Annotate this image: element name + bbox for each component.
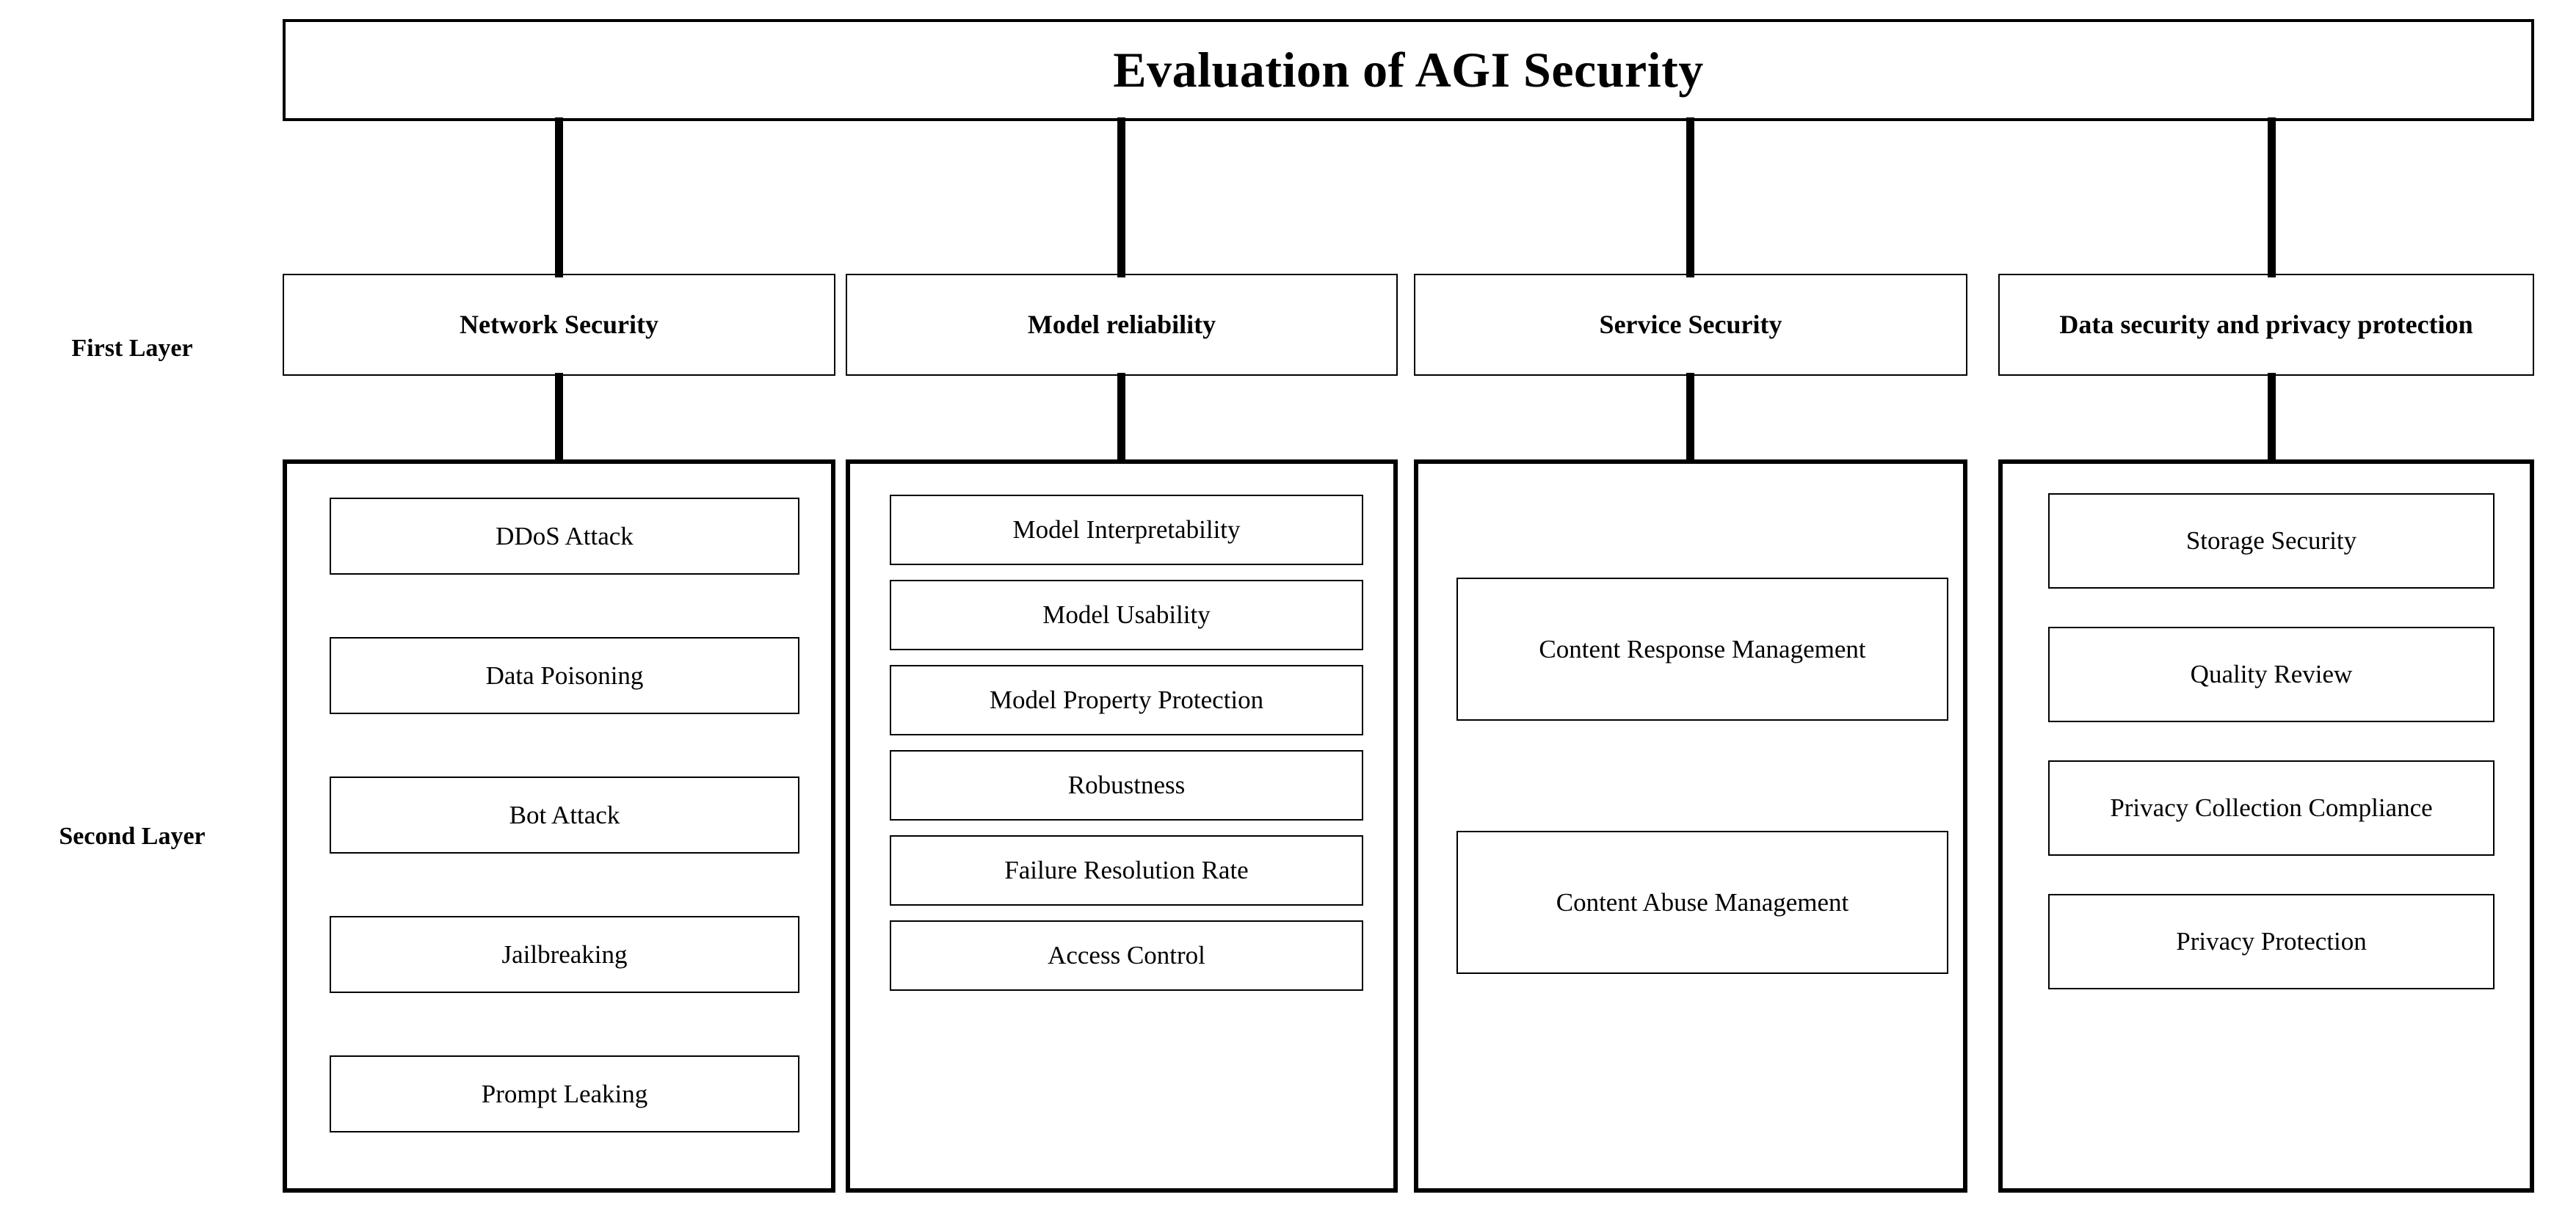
layer1-node-4: Data security and privacy protection xyxy=(1998,274,2534,376)
leaf-node: Jailbreaking xyxy=(330,916,799,993)
layer1-node-label: Service Security xyxy=(1599,310,1782,340)
leaf-node: Model Interpretability xyxy=(890,495,1363,565)
leaf-node: Robustness xyxy=(890,750,1363,821)
leaf-node: Storage Security xyxy=(2048,493,2495,589)
connector-root-to-layer1-4 xyxy=(2268,117,2276,277)
leaf-node-label: Failure Resolution Rate xyxy=(1004,856,1249,884)
leaf-node: Model Property Protection xyxy=(890,665,1363,735)
leaf-node: Privacy Collection Compliance xyxy=(2048,760,2495,856)
leaf-node-label: Content Response Management xyxy=(1539,634,1866,663)
connector-layer1-to-layer2-2 xyxy=(1117,373,1125,462)
leaf-node-label: Bot Attack xyxy=(509,800,620,829)
layer1-node-label: Network Security xyxy=(460,310,658,340)
connector-root-to-layer1-2 xyxy=(1117,117,1125,277)
leaf-node: Access Control xyxy=(890,920,1363,991)
leaf-node-label: DDoS Attack xyxy=(496,521,634,550)
leaf-node-label: Content Abuse Management xyxy=(1556,887,1849,917)
leaf-node: Bot Attack xyxy=(330,777,799,854)
connector-root-to-layer1-3 xyxy=(1686,117,1694,277)
leaf-node-label: Data Poisoning xyxy=(485,661,644,690)
connector-layer1-to-layer2-3 xyxy=(1686,373,1694,462)
row-label-first-layer: First Layer xyxy=(71,335,193,362)
leaf-node-label: Prompt Leaking xyxy=(481,1079,648,1108)
layer1-node-1: Network Security xyxy=(283,274,835,376)
leaf-node: Prompt Leaking xyxy=(330,1055,799,1132)
leaf-node: Content Response Management xyxy=(1456,578,1948,721)
root-node-evaluation-of-agi-security: Evaluation of AGI Security xyxy=(283,19,2534,121)
leaf-node-label: Jailbreaking xyxy=(501,939,628,969)
leaf-node-label: Privacy Protection xyxy=(2176,927,2367,956)
leaf-node-label: Robustness xyxy=(1067,771,1186,799)
leaf-node: Data Poisoning xyxy=(330,637,799,714)
leaf-node: DDoS Attack xyxy=(330,498,799,575)
leaf-node-label: Storage Security xyxy=(2185,526,2357,555)
layer1-node-label: Model reliability xyxy=(1027,310,1216,340)
leaf-node: Quality Review xyxy=(2048,627,2495,722)
leaf-node: Privacy Protection xyxy=(2048,894,2495,989)
connector-layer1-to-layer2-4 xyxy=(2268,373,2276,462)
leaf-node: Model Usability xyxy=(890,580,1363,650)
page-title: Evaluation of AGI Security xyxy=(1113,41,1704,98)
connector-root-to-layer1-1 xyxy=(555,117,563,277)
layer1-node-label: Data security and privacy protection xyxy=(2059,310,2473,340)
leaf-node-label: Model Usability xyxy=(1042,600,1211,629)
leaf-node: Failure Resolution Rate xyxy=(890,835,1363,906)
layer1-node-3: Service Security xyxy=(1414,274,1967,376)
leaf-node-label: Model Property Protection xyxy=(989,685,1264,714)
connector-layer1-to-layer2-1 xyxy=(555,373,563,462)
leaf-node-label: Access Control xyxy=(1048,941,1205,970)
leaf-node-label: Quality Review xyxy=(2190,660,2353,688)
leaf-node-label: Privacy Collection Compliance xyxy=(2110,793,2433,822)
layer1-node-2: Model reliability xyxy=(846,274,1398,376)
leaf-node-label: Model Interpretability xyxy=(1012,515,1241,544)
row-label-second-layer: Second Layer xyxy=(59,823,206,850)
leaf-node: Content Abuse Management xyxy=(1456,831,1948,974)
